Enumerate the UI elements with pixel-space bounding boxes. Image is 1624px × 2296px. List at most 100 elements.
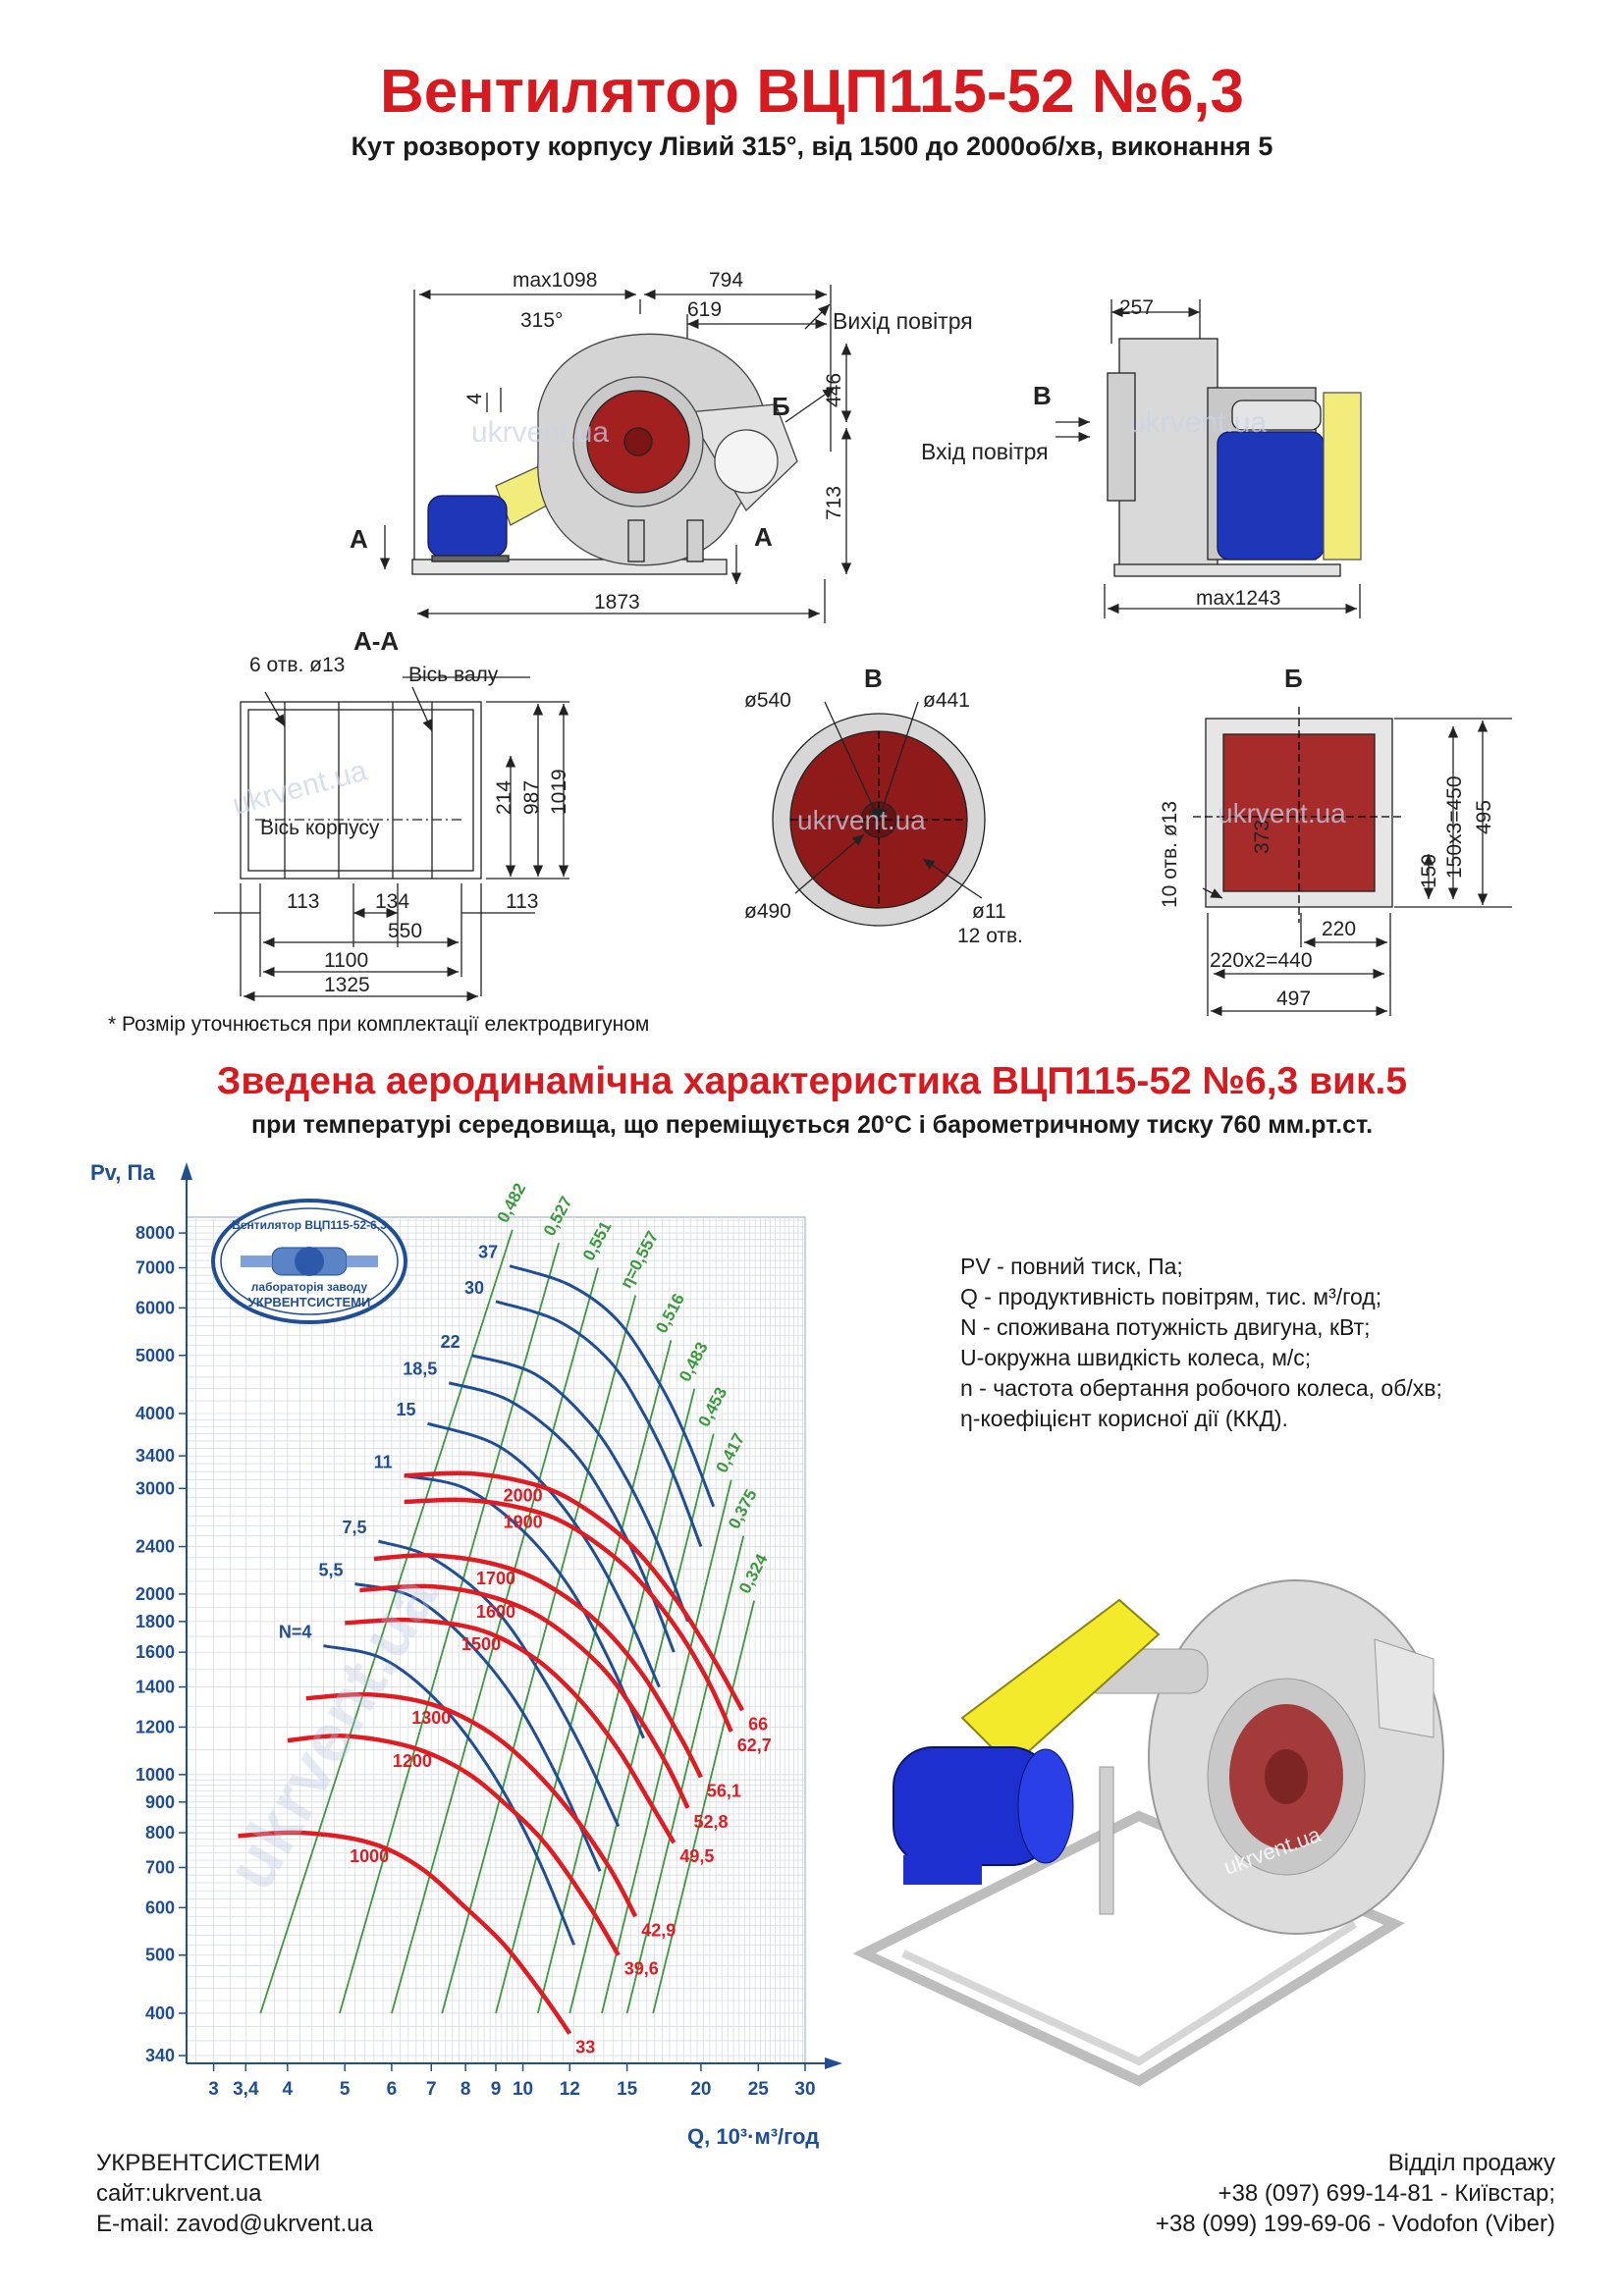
y-tick-label: 2000 <box>135 1584 175 1604</box>
y-tick-label: 6000 <box>135 1298 175 1317</box>
dim-794: 794 <box>709 269 743 292</box>
speed-label: 66 <box>748 1714 768 1734</box>
legend-item-eta: η-коефіцієнт корисної дії (ККД). <box>960 1406 1288 1431</box>
y-tick-label: 900 <box>145 1792 175 1812</box>
side-view <box>1056 299 1362 618</box>
email-link[interactable]: E-mail: zavod@ukrvent.ua <box>96 2211 373 2237</box>
rpm-label: 2000 <box>504 1485 543 1505</box>
dim-220: 220 <box>1322 918 1356 940</box>
dim-220x2: 220х2=440 <box>1210 949 1313 972</box>
y-tick-label: 4000 <box>135 1404 175 1423</box>
sales-label: Відділ продажу <box>1387 2150 1555 2176</box>
x-tick-label: 5 <box>340 2079 351 2100</box>
y-tick-label: 800 <box>145 1823 175 1842</box>
rpm-curve <box>305 1691 638 1918</box>
x-tick-label: 25 <box>748 2079 770 2100</box>
y-tick-label: 3400 <box>135 1446 175 1466</box>
power-curve <box>495 1300 703 1548</box>
side-watermark: ukrvent.ua <box>1129 406 1267 439</box>
technical-drawings: max1098 794 619 315° Вихід повітря 4 446… <box>214 269 1512 1017</box>
power-curve <box>509 1264 716 1508</box>
rpm-curve <box>345 1617 677 1844</box>
dim-angle: 315° <box>520 309 563 332</box>
inlet-flange-title: В <box>864 664 883 693</box>
efficiency-line <box>441 1295 637 2014</box>
legend-item-pv: PV - повний тиск, Па; <box>960 1254 1183 1279</box>
view-v-label: В <box>1033 381 1052 410</box>
x-axis-label: Q, 10³·м³/год <box>687 2124 819 2149</box>
legend-item-n-rpm: n - частота обертання робочого колеса, о… <box>960 1375 1442 1401</box>
footer-left: УКРВЕНТСИСТЕМИ сайт:ukrvent.ua E-mail: z… <box>96 2148 373 2239</box>
power-label: 37 <box>478 1243 498 1262</box>
x-tick-label: 15 <box>617 2079 638 2100</box>
inlet-flange-labels: В ø540 ø441 ø490 ø11 12 отв. ukrvent.ua <box>744 664 1023 947</box>
y-tick-label: 2400 <box>135 1537 175 1557</box>
phone-vodafone[interactable]: +38 (099) 199-69-06 - Vodofon (Viber) <box>1155 2211 1555 2237</box>
power-label: 15 <box>396 1400 415 1419</box>
dim-497: 497 <box>1276 988 1311 1010</box>
dim-max1243: max1243 <box>1196 587 1280 610</box>
rpm-label: 1600 <box>476 1602 515 1622</box>
dim-150x3: 150х3=450 <box>1443 775 1466 879</box>
rpm-label: 1900 <box>504 1513 543 1532</box>
y-axis-label: Pv, Па <box>90 1160 155 1185</box>
power-label: N=4 <box>279 1623 312 1642</box>
x-tick-label: 20 <box>690 2079 711 2100</box>
dim-214: 214 <box>493 780 515 815</box>
outlet-flange-view <box>1193 707 1512 1017</box>
efficiency-line <box>652 1600 755 2014</box>
front-view <box>379 285 852 623</box>
outlet-label: Вихід повітря <box>833 308 973 334</box>
base-view <box>214 676 569 1002</box>
y-tick-label: 1200 <box>135 1717 175 1736</box>
power-curve <box>404 1473 645 1739</box>
x-tick-label: 10 <box>513 2079 533 2100</box>
dim-4: 4 <box>463 393 486 404</box>
dim-619: 619 <box>687 298 722 321</box>
stamp-top: Вентилятор ВЦП115-52-6,3 <box>232 1218 387 1232</box>
x-tick-label: 4 <box>283 2079 294 2100</box>
x-tick-label: 30 <box>794 2079 815 2100</box>
inlet-holes: 12 отв. <box>957 925 1023 947</box>
stamp-brand: УКРВЕНТСИСТЕМИ <box>248 1295 371 1309</box>
site-link[interactable]: сайт:ukrvent.ua <box>96 2180 262 2207</box>
section-a-right: А <box>754 522 773 552</box>
legend-item-u: U-окружна швидкість колеса, м/с; <box>960 1345 1312 1370</box>
base-holes: 6 отв. ø13 <box>249 654 345 676</box>
efficiency-line <box>625 1535 745 2014</box>
side-view-labels: 257 В Вхід повітря max1243 ukrvent.ua <box>921 296 1280 610</box>
x-tick-label: 3 <box>208 2079 219 2100</box>
rpm-label: 1200 <box>393 1751 432 1771</box>
dim-550: 550 <box>388 920 422 942</box>
y-tick-label: 1400 <box>135 1678 175 1697</box>
dim-max1098: max1098 <box>513 269 597 292</box>
inlet-label: Вхід повітря <box>921 439 1049 464</box>
dim-987: 987 <box>520 780 543 815</box>
dim-1100: 1100 <box>324 949 368 972</box>
efficiency-line <box>495 1340 673 2014</box>
stamp-bottom: лабораторія заводу <box>251 1280 368 1294</box>
rpm-curve <box>373 1553 703 1779</box>
rpm-curve <box>404 1497 733 1733</box>
rpm-label: 1000 <box>350 1846 389 1866</box>
power-curve <box>354 1582 602 1872</box>
phone-kyivstar[interactable]: +38 (097) 699-14-81 - Київстар; <box>1218 2180 1555 2207</box>
y-tick-label: 1600 <box>135 1642 175 1662</box>
power-label: 7,5 <box>342 1518 366 1537</box>
dim-113a: 113 <box>287 890 319 913</box>
dim-d441: ø441 <box>923 689 970 712</box>
efficiency-line <box>391 1267 600 2014</box>
y-tick-label: 1800 <box>135 1612 175 1631</box>
efficiency-line <box>339 1242 560 2014</box>
rpm-label: 1500 <box>461 1634 501 1654</box>
y-tick-label: 7000 <box>135 1258 175 1278</box>
y-tick-label: 340 <box>145 2046 175 2065</box>
power-curve <box>471 1354 689 1623</box>
y-axis-arrow <box>181 1162 192 1180</box>
rpm-curves: 200066190062,7170056,1160052,8150049,513… <box>238 1470 772 2057</box>
front-watermark: ukrvent.ua <box>471 416 609 449</box>
power-label: 11 <box>374 1452 393 1471</box>
y-tick-label: 5000 <box>135 1346 175 1365</box>
power-label: 18,5 <box>403 1360 437 1379</box>
